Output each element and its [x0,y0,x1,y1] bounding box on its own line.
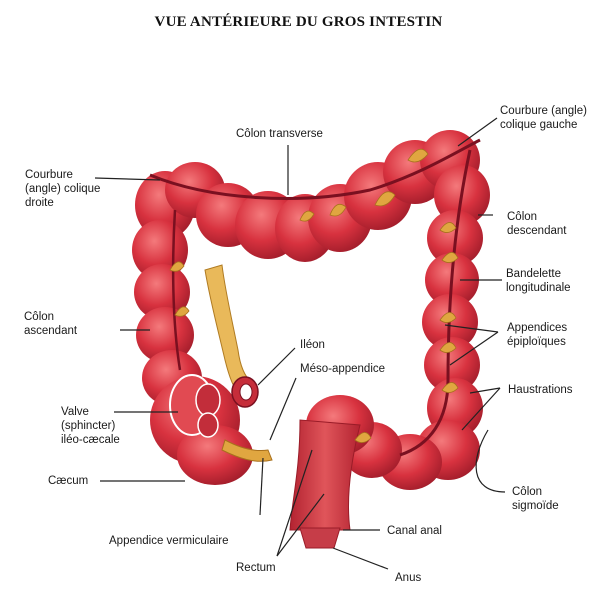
label-haustrations: Haustrations [508,383,573,397]
label-rectum: Rectum [236,561,276,575]
label-ileon: Iléon [300,338,325,352]
label-appendice-vermiculaire: Appendice vermiculaire [109,534,229,548]
label-colon-ascendant: Côlon ascendant [24,310,77,338]
label-canal-anal: Canal anal [387,524,442,538]
label-courbure-droite: Courbure (angle) colique droite [25,168,100,210]
label-courbure-gauche: Courbure (angle) colique gauche [500,104,587,132]
label-appendices-epiploiques: Appendices épiploïques [507,321,567,349]
descending-colon [422,165,490,438]
label-colon-descendant: Côlon descendant [507,210,566,238]
label-valve: Valve (sphincter) iléo-cæcale [61,405,120,447]
label-colon-sigmoide: Côlon sigmoïde [512,485,559,513]
ileocecal-valve [170,375,220,437]
label-colon-transverse: Côlon transverse [236,127,323,141]
label-bandelette: Bandelette longitudinale [506,267,571,295]
label-meso-appendice: Méso-appendice [300,362,385,376]
ileum-opening [232,377,258,407]
label-anus: Anus [395,571,421,585]
rectum-shape [290,420,360,530]
anal-canal-shape [300,528,340,548]
label-caecum: Cæcum [48,474,88,488]
